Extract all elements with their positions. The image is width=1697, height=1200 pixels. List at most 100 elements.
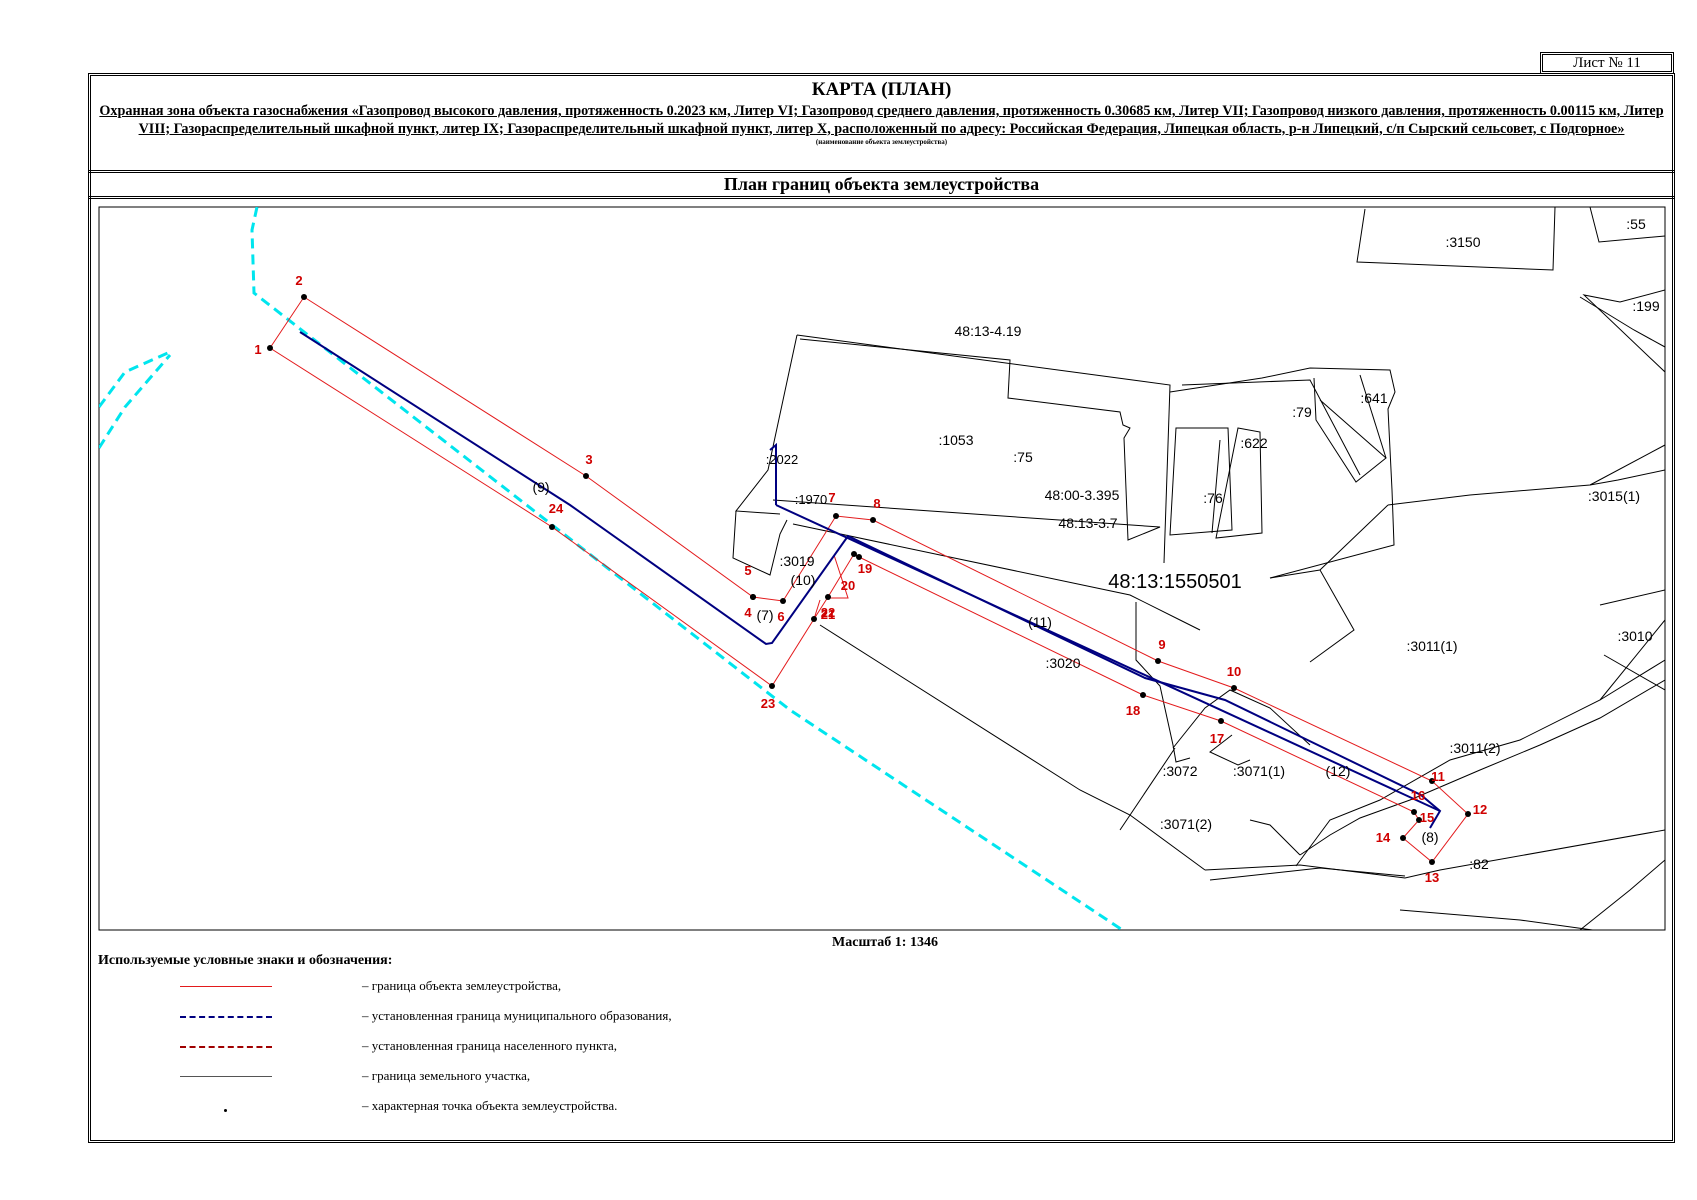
parcel-label: :3010 — [1617, 628, 1652, 644]
legend-swatch-object-boundary — [180, 986, 272, 987]
legend-swatch-settlement-boundary — [180, 1046, 272, 1048]
point-marker — [1416, 817, 1422, 823]
point-label: 13 — [1425, 870, 1439, 885]
point-13: 13 — [1425, 859, 1439, 885]
point-label: 3 — [585, 452, 592, 467]
parcel-label: :1970 — [795, 492, 828, 507]
parcel-label: :3011(1) — [1406, 638, 1457, 654]
parcel-label: :2022 — [766, 452, 799, 467]
legend-item-municipal-boundary: – установленная граница муниципального о… — [0, 1006, 1000, 1030]
point-marker — [833, 513, 839, 519]
map-border — [98, 206, 1666, 931]
contour-label: (12) — [1326, 763, 1351, 779]
header: КАРТА (ПЛАН) Охранная зона объекта газос… — [91, 76, 1672, 170]
parcel-label: :79 — [1292, 404, 1312, 420]
point-label: 9 — [1158, 637, 1165, 652]
point-5: 5 — [744, 563, 756, 600]
point-label: 8 — [873, 496, 880, 511]
point-marker — [267, 345, 273, 351]
contour-label: (9) — [532, 479, 549, 495]
parcel-labels: :3150:55:19948:13-4.19:1053:75:2022:1970… — [766, 216, 1660, 872]
point-marker — [1140, 692, 1146, 698]
point-marker — [825, 594, 831, 600]
point-label: 20 — [841, 578, 855, 593]
point-7: 7 — [828, 490, 839, 519]
point-18: 18 — [1126, 692, 1146, 718]
point-marker — [1411, 809, 1417, 815]
legend-title: Используемые условные знаки и обозначени… — [98, 953, 393, 968]
parcel-label: :199 — [1632, 298, 1659, 314]
legend-item-parcel-boundary: – граница земельного участка, — [0, 1066, 1000, 1090]
legend-text: – граница земельного участка, — [362, 1068, 531, 1083]
point-12: 12 — [1465, 802, 1487, 817]
legend-swatch-municipal-boundary — [180, 1016, 272, 1018]
point-1: 1 — [254, 342, 273, 357]
point-9: 9 — [1155, 637, 1166, 664]
municipal-boundary — [299, 331, 1442, 829]
scale-label: Масштаб 1: 1346 — [832, 935, 938, 950]
point-label: 12 — [1473, 802, 1487, 817]
point-label: 4 — [744, 605, 752, 620]
plan-subtitle: План границ объекта землеустройства — [723, 174, 1040, 194]
point-10: 10 — [1227, 664, 1241, 691]
parcel-label: :3072 — [1162, 763, 1197, 779]
contour-label: (7) — [756, 607, 773, 623]
point-marker — [1231, 685, 1237, 691]
point-23: 23 — [761, 683, 775, 711]
point-17: 17 — [1210, 718, 1224, 746]
parcel-label: 48:00-3.395 — [1045, 487, 1120, 503]
parcel-label: :3071(2) — [1160, 816, 1212, 832]
legend-text: – установленная граница населенного пунк… — [362, 1038, 617, 1053]
object-description-note: (наименование объекта землеустройства) — [815, 138, 948, 146]
point-8: 8 — [870, 496, 881, 523]
contour-label: (11) — [1028, 614, 1052, 630]
parcel-label: :622 — [1240, 435, 1267, 451]
parcel-label: :1053 — [938, 432, 973, 448]
point-marker — [583, 473, 589, 479]
parcel-label: :55 — [1626, 216, 1646, 232]
point-label: 17 — [1210, 731, 1224, 746]
point-label: 7 — [828, 490, 835, 505]
point-11: 11 — [1429, 769, 1445, 784]
point-marker — [301, 294, 307, 300]
point-label: 11 — [1431, 769, 1445, 784]
point-marker — [1429, 778, 1435, 784]
point-label: 10 — [1227, 664, 1241, 679]
parcel-boundaries — [732, 207, 1665, 930]
point-marker — [870, 517, 876, 523]
point-16: 16 — [1411, 788, 1425, 815]
legend-item-settlement-boundary: – установленная граница населенного пунк… — [0, 1036, 1000, 1060]
point-label: 19 — [858, 561, 872, 576]
point-marker — [1218, 718, 1224, 724]
legend-text: – граница объекта землеустройства, — [362, 978, 562, 993]
parcel-label: :76 — [1203, 490, 1223, 506]
parcel-label: :82 — [1469, 856, 1489, 872]
page-frame — [88, 73, 1675, 1143]
parcel-label: :641 — [1360, 390, 1387, 406]
point-3: 3 — [583, 452, 593, 479]
parcel-label: :3020 — [1045, 655, 1080, 671]
point-marker — [1429, 859, 1435, 865]
point-marker — [1400, 835, 1406, 841]
parcel-label: :3071(1) — [1233, 763, 1285, 779]
sheet-number: Лист № 11 — [1540, 52, 1674, 74]
contour-label: (10) — [791, 572, 816, 588]
legend-item-point: – характерная точка объекта землеустройс… — [0, 1096, 1000, 1120]
point-label: 6 — [777, 609, 784, 624]
legend-text: – характерная точка объекта землеустройс… — [362, 1098, 618, 1113]
point-20: 20 — [841, 551, 857, 593]
point-22: 22 — [811, 605, 835, 622]
point-marker — [851, 551, 857, 557]
point-marker — [856, 554, 862, 560]
header-divider — [88, 170, 1675, 173]
parcel-label: :3150 — [1445, 234, 1480, 250]
map-title: КАРТА (ПЛАН) — [811, 79, 952, 100]
point-marker — [750, 594, 756, 600]
parcel-label: 48:13:1550501 — [1108, 571, 1241, 593]
legend-text: – установленная граница муниципального о… — [362, 1008, 672, 1023]
contour-label: (8) — [1421, 829, 1438, 845]
parcel-label: :75 — [1013, 449, 1033, 465]
point-label: 15 — [1420, 810, 1434, 825]
point-label: 1 — [254, 342, 261, 357]
